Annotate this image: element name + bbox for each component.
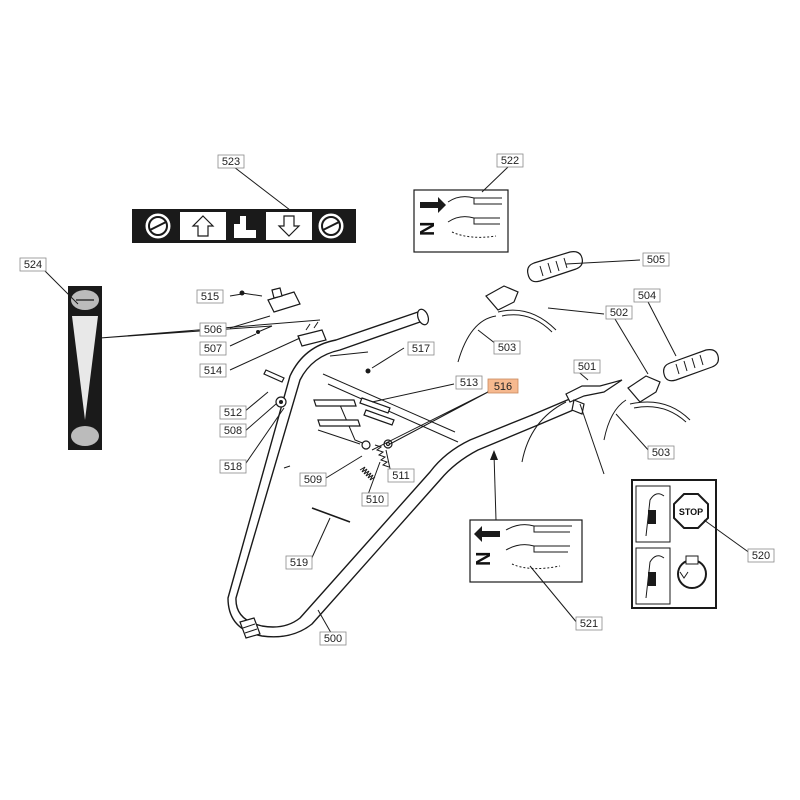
svg-text:516: 516	[494, 381, 512, 393]
part-label-517[interactable]: 517	[407, 341, 435, 356]
left-grip-assembly	[457, 251, 583, 363]
part-label-515[interactable]: 515	[196, 289, 224, 304]
sticker-522-neutral-letter: N	[417, 222, 439, 236]
part-label-512[interactable]: 512	[219, 405, 247, 420]
part-label-503-right[interactable]: 503	[647, 445, 675, 460]
part-label-509[interactable]: 509	[299, 472, 327, 487]
svg-text:502: 502	[610, 307, 628, 319]
part-label-519[interactable]: 519	[285, 555, 313, 570]
svg-text:501: 501	[578, 361, 596, 373]
decal-strip-524	[68, 286, 102, 450]
sticker-522: N	[413, 189, 509, 253]
part-label-511[interactable]: 511	[387, 468, 415, 483]
svg-text:520: 520	[752, 550, 770, 562]
part-label-504[interactable]: 504	[633, 288, 661, 303]
part-label-505[interactable]: 505	[642, 252, 670, 267]
svg-text:509: 509	[304, 474, 322, 486]
hardware-parts	[239, 287, 395, 523]
svg-text:517: 517	[412, 343, 430, 355]
svg-text:513: 513	[460, 377, 478, 389]
svg-text:512: 512	[224, 407, 242, 419]
svg-text:522: 522	[501, 155, 519, 167]
part-label-524[interactable]: 524	[19, 257, 47, 272]
part-label-523[interactable]: 523	[217, 154, 245, 169]
svg-text:504: 504	[638, 290, 656, 302]
sticker-521-neutral-letter: N	[473, 552, 495, 566]
right-grip-assembly	[521, 349, 719, 463]
part-label-522[interactable]: 522	[496, 153, 524, 168]
svg-text:500: 500	[324, 633, 342, 645]
sticker-521: N	[469, 519, 583, 583]
handlebar-frame	[227, 308, 579, 639]
svg-text:507: 507	[204, 343, 222, 355]
svg-text:511: 511	[392, 470, 410, 482]
part-label-510[interactable]: 510	[361, 492, 389, 507]
part-label-516[interactable]: 516	[487, 378, 519, 394]
part-label-514[interactable]: 514	[199, 363, 227, 378]
part-label-521[interactable]: 521	[575, 616, 603, 631]
sticker-520: STOP	[631, 479, 717, 609]
svg-text:510: 510	[366, 494, 384, 506]
svg-text:521: 521	[580, 618, 598, 630]
svg-text:506: 506	[204, 324, 222, 336]
svg-text:508: 508	[224, 425, 242, 437]
part-label-518[interactable]: 518	[219, 459, 247, 474]
svg-text:503: 503	[652, 447, 670, 459]
part-label-520[interactable]: 520	[747, 548, 775, 563]
part-labels: 523 522 524 505 504 502 515 506	[19, 153, 775, 646]
part-label-500[interactable]: 500	[319, 631, 347, 646]
svg-text:505: 505	[647, 254, 665, 266]
part-label-502[interactable]: 502	[605, 305, 633, 320]
part-label-501[interactable]: 501	[573, 359, 601, 374]
svg-text:518: 518	[224, 461, 242, 473]
svg-text:523: 523	[222, 156, 240, 168]
svg-text:515: 515	[201, 291, 219, 303]
svg-text:503: 503	[498, 342, 516, 354]
stop-sign-text: STOP	[679, 507, 703, 517]
part-label-508[interactable]: 508	[219, 423, 247, 438]
part-label-503-left[interactable]: 503	[493, 340, 521, 355]
sticker-523	[132, 209, 356, 243]
part-label-507[interactable]: 507	[199, 341, 227, 356]
svg-text:524: 524	[24, 259, 42, 271]
svg-text:514: 514	[204, 365, 222, 377]
part-label-513[interactable]: 513	[455, 375, 483, 390]
part-label-506[interactable]: 506	[199, 322, 227, 337]
svg-text:519: 519	[290, 557, 308, 569]
